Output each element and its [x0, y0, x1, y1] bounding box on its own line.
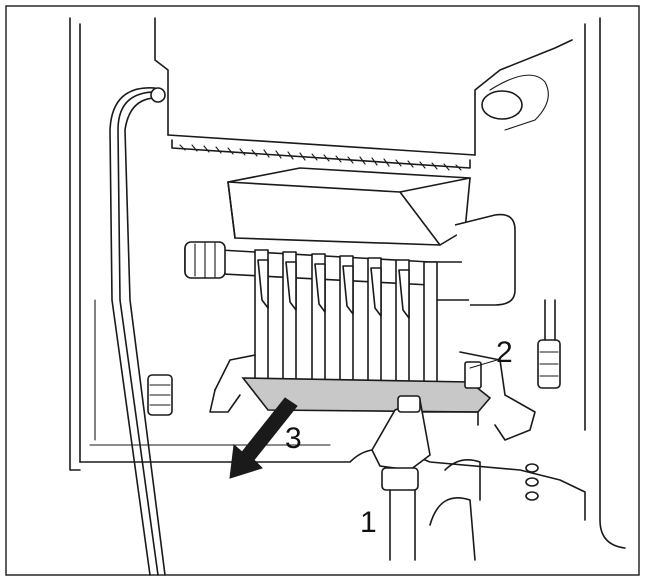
arrow-down-left-icon [229, 397, 298, 479]
burner-box [227, 167, 471, 246]
burner-tray [209, 351, 536, 441]
highlight-bar [241, 377, 492, 413]
callout-leader-2 [469, 359, 498, 369]
sensor-cables [109, 87, 173, 576]
burner-rails [254, 249, 438, 386]
callout-2: 2 [496, 336, 513, 369]
callout-3: 3 [285, 422, 302, 455]
callout-1: 1 [360, 506, 377, 539]
mounting-pillars [525, 299, 561, 501]
appliance-casing [69, 17, 626, 549]
tray-screw [464, 361, 482, 389]
heat-exchanger-housing [154, 17, 573, 171]
gas-valve [371, 395, 481, 561]
